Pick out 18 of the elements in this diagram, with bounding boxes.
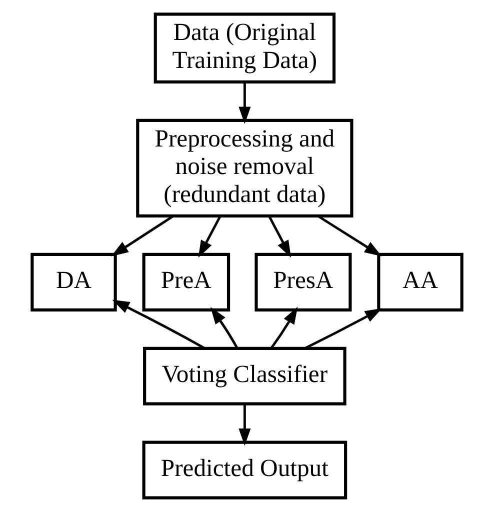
- node-box: Data (Original Training Data): [153, 12, 336, 84]
- node-box: PreA: [142, 252, 230, 312]
- arrow: [112, 300, 205, 350]
- node-box: DA: [30, 252, 116, 312]
- node-box: Predicted Output: [142, 440, 347, 500]
- node-box: Voting Classifier: [142, 346, 346, 406]
- arrow: [270, 306, 298, 349]
- node-box: Preprocessing and noise removal (redundant data): [136, 118, 353, 218]
- arrow: [238, 82, 250, 124]
- arrow: [210, 306, 238, 349]
- arrow: [198, 216, 221, 258]
- arrow: [238, 404, 250, 446]
- arrow: [304, 308, 382, 350]
- arrow: [268, 216, 291, 258]
- arrow: [110, 215, 174, 256]
- node-box: PresA: [254, 252, 352, 312]
- node-box: AA: [376, 252, 463, 312]
- arrow: [316, 215, 382, 256]
